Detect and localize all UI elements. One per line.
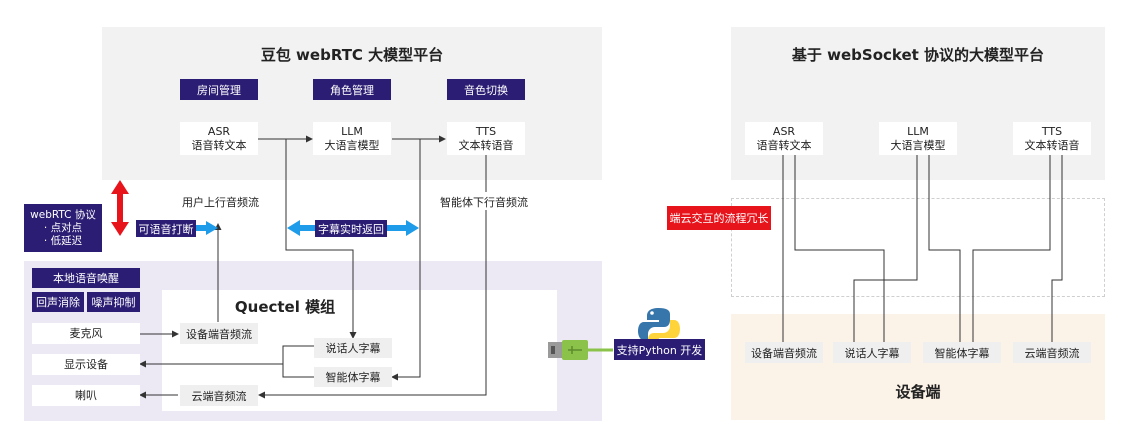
usb-cable: [548, 340, 613, 360]
right-llm-desc: 大语言模型: [890, 138, 946, 152]
agent-downlink-label: 智能体下行音频流: [440, 194, 528, 210]
right-tts-title: TTS: [1041, 124, 1063, 138]
cloud-audio-stream-box: 云端音频流: [180, 385, 258, 406]
webrtc-line1: webRTC 协议: [30, 208, 96, 221]
left-llm-title: LLM: [341, 124, 363, 138]
left-asr-desc: 语音转文本: [191, 138, 247, 152]
room-management-button[interactable]: 房间管理: [180, 79, 258, 100]
right-platform-title: 基于 webSocket 协议的大模型平台: [791, 46, 1045, 64]
subtitle-bracket: [282, 345, 314, 378]
llm-subtitle-line: [391, 139, 421, 381]
agent-subtitle-box: 智能体字幕: [314, 367, 392, 387]
webrtc-double-arrow: [111, 180, 129, 236]
right-llm-line-2: [928, 153, 961, 342]
microphone-box: 麦克风: [32, 323, 140, 344]
webrtc-line2: · 点对点: [43, 221, 83, 234]
right-tts-desc: 文本转语音: [1024, 138, 1080, 152]
interrupt-arrow: [196, 221, 218, 235]
subtitle-return-label: 字幕实时返回: [315, 220, 387, 237]
voice-switch-button[interactable]: 音色切换: [447, 79, 525, 100]
left-tts-box: TTS 文本转语音: [447, 122, 525, 155]
downlink-line: [258, 208, 487, 399]
left-tts-title: TTS: [475, 124, 497, 138]
quectel-module-title: Quectel 模组: [234, 298, 336, 316]
left-platform-title: 豆包 webRTC 大模型平台: [260, 46, 444, 64]
webrtc-line3: · 低延迟: [43, 234, 83, 247]
noise-suppress-box: 噪声抑制: [87, 292, 140, 312]
asr-subtitle-line: [285, 139, 357, 339]
right-asr-box: ASR 语音转文本: [745, 122, 823, 155]
right-speaker-subtitle-box: 说话人字幕: [833, 342, 911, 363]
right-llm-line-1: [853, 153, 918, 342]
right-llm-title: LLM: [907, 124, 929, 138]
right-device-panel: [731, 314, 1105, 420]
left-tts-desc: 文本转语音: [458, 138, 514, 152]
local-wake-box: 本地语音唤醒: [32, 268, 140, 288]
right-llm-box: LLM 大语言模型: [879, 122, 957, 155]
user-uplink-label: 用户上行音频流: [182, 194, 259, 210]
echo-cancel-box: 回声消除: [32, 292, 84, 312]
webrtc-protocol-box: webRTC 协议 · 点对点 · 低延迟: [24, 204, 102, 252]
role-management-button[interactable]: 角色管理: [313, 79, 391, 100]
right-agent-subtitle-box: 智能体字幕: [923, 342, 1001, 363]
right-tts-line-2: [1051, 153, 1063, 342]
left-llm-desc: 大语言模型: [324, 138, 380, 152]
right-device-title: 设备端: [895, 383, 941, 401]
redundancy-label: 端云交互的流程冗长: [667, 206, 771, 230]
speaker-subtitle-box: 说话人字幕: [314, 338, 392, 358]
left-asr-box: ASR 语音转文本: [180, 122, 258, 155]
right-asr-title: ASR: [772, 124, 796, 138]
right-tts-line-1: [972, 153, 1051, 342]
left-asr-title: ASR: [207, 124, 231, 138]
python-support-label: 支持Python 开发: [614, 339, 705, 360]
right-device-audio-stream-box: 设备端音频流: [745, 342, 823, 363]
right-asr-line-2: [794, 153, 885, 342]
interrupt-label: 可语音打断: [136, 220, 196, 237]
display-device-box: 显示设备: [32, 354, 140, 375]
device-audio-stream-box: 设备端音频流: [180, 323, 258, 344]
right-cloud-audio-stream-box: 云端音频流: [1013, 342, 1091, 363]
redundancy-dashed-region: [731, 198, 1105, 297]
speaker-box: 喇叭: [32, 385, 140, 406]
left-llm-box: LLM 大语言模型: [313, 122, 391, 155]
right-asr-desc: 语音转文本: [756, 138, 812, 152]
right-tts-box: TTS 文本转语音: [1013, 122, 1091, 155]
